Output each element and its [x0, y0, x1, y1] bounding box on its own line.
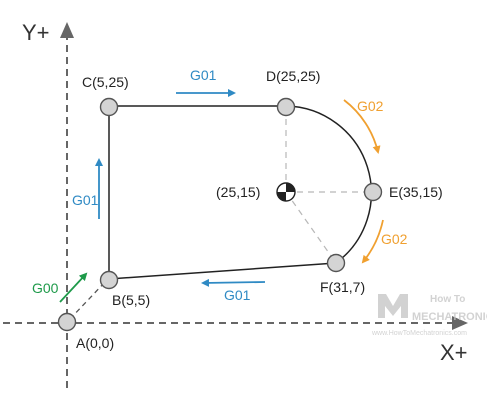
- x-axis-label: X+: [440, 340, 468, 365]
- label-point-b: B(5,5): [112, 292, 150, 308]
- point-labels: A(0,0) B(5,5) C(5,25) D(25,25) E(35,15) …: [76, 68, 443, 351]
- logo-url: www.HowToMechatronics.com: [371, 330, 467, 337]
- path-f-to-b: [108, 262, 337, 280]
- point-e: [363, 182, 383, 202]
- point-a: [57, 312, 77, 332]
- label-point-a: A(0,0): [76, 335, 114, 351]
- point-f: [326, 253, 346, 273]
- label-point-e: E(35,15): [389, 184, 443, 200]
- gcode-label-g01-top: G01: [190, 67, 217, 83]
- point-d: [276, 97, 296, 117]
- axes: Y+ X+: [3, 20, 468, 388]
- gcode-label-g02-upper: G02: [357, 98, 384, 114]
- center-to-f-guide: [285, 191, 337, 264]
- y-axis-arrowhead: [60, 22, 74, 38]
- construction-lines: [69, 108, 373, 320]
- howtomechatronics-logo: How To MECHATRONICS www.HowToMechatronic…: [371, 294, 487, 337]
- tool-path: [108, 105, 373, 280]
- label-point-c: C(5,25): [82, 74, 129, 90]
- arc-center-icon: [276, 182, 296, 202]
- gcode-label-g00: G00: [32, 280, 59, 296]
- points: [57, 97, 383, 332]
- logo-line1: How To: [430, 294, 465, 305]
- g01-left-arrow: [201, 278, 266, 287]
- gcode-label-g02-lower: G02: [381, 231, 408, 247]
- label-point-f: F(31,7): [320, 279, 365, 295]
- point-b: [99, 270, 119, 290]
- gcode-label-g01-vertical: G01: [72, 192, 99, 208]
- motion-arrows: [59, 89, 384, 303]
- g02-upper-arrow: [343, 99, 381, 154]
- path-d-to-f-arc: [285, 105, 373, 264]
- label-point-d: D(25,25): [266, 68, 320, 84]
- point-c: [99, 97, 119, 117]
- g00-arrow: [59, 272, 88, 303]
- label-arc-center: (25,15): [216, 184, 260, 200]
- logo-line2: MECHATRONICS: [412, 311, 487, 323]
- gcode-labels: G00 G01 G01 G02 G02 G01: [32, 67, 408, 303]
- gcode-label-g01-bottom: G01: [224, 287, 251, 303]
- logo-m-icon: [378, 294, 408, 318]
- g02-lower-arrow: [361, 219, 384, 264]
- y-axis-label: Y+: [22, 20, 50, 45]
- x-axis-arrowhead: [452, 316, 468, 330]
